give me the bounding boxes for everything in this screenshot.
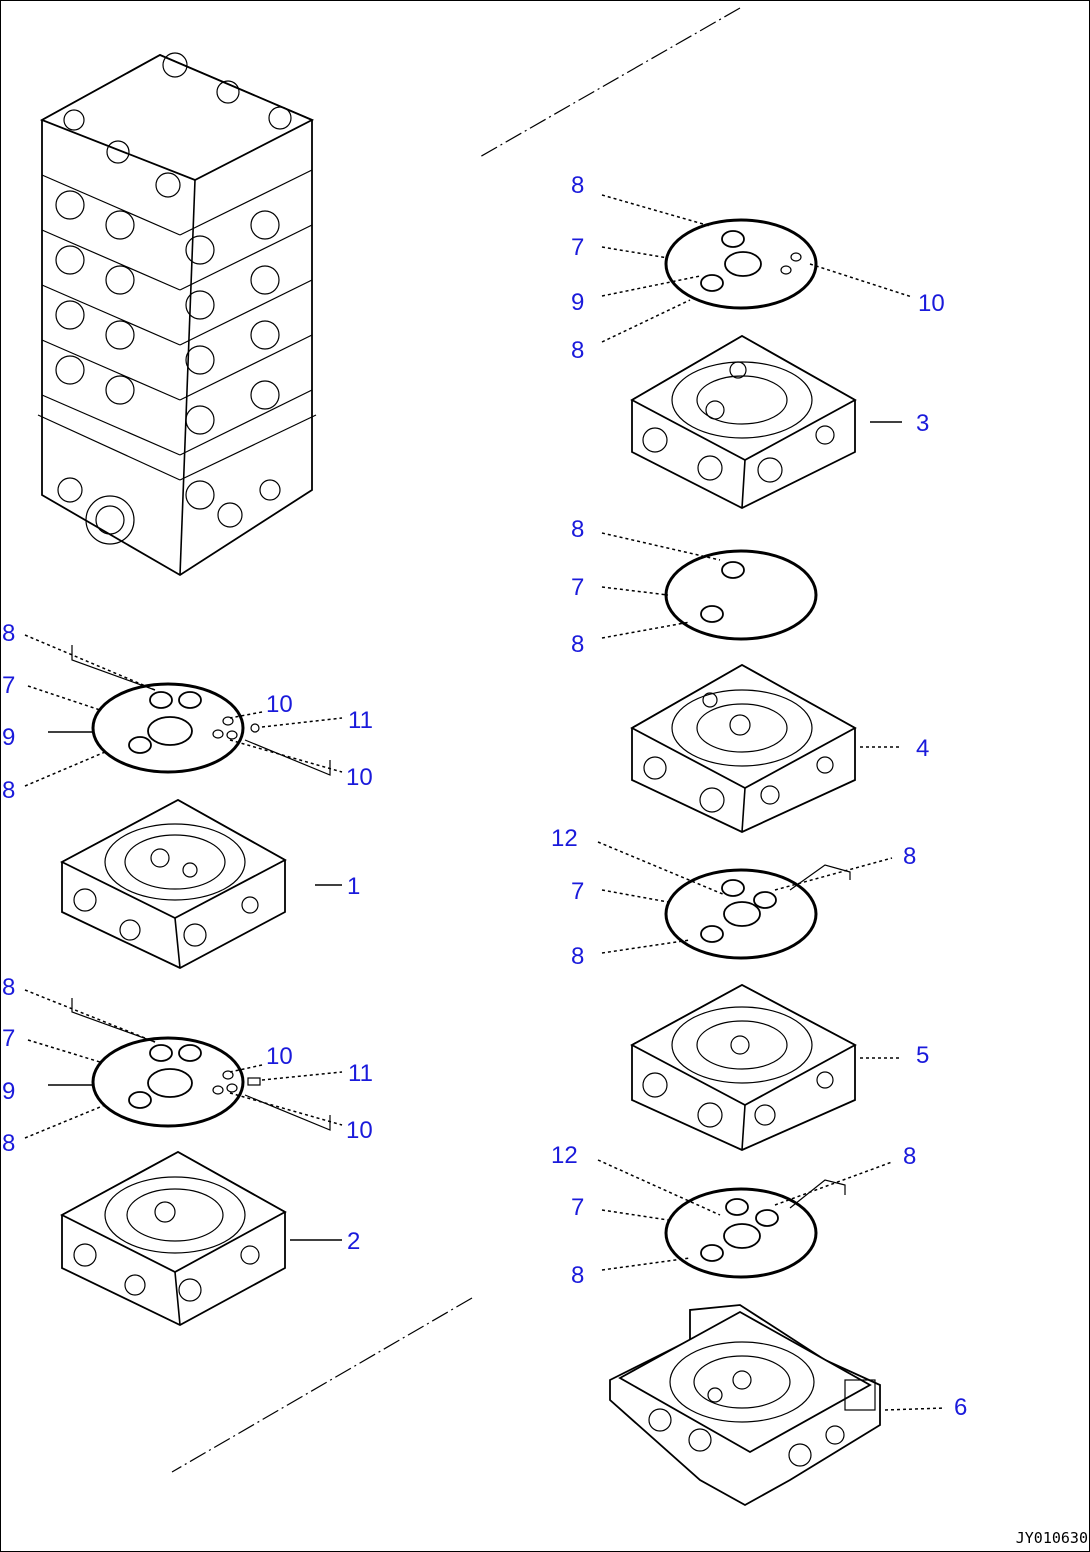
callout-12: 12: [551, 1142, 578, 1169]
section-4-valve-block: [630, 663, 857, 833]
drawing-code: JY010630: [1016, 1529, 1088, 1547]
callout-8: 8: [571, 631, 584, 658]
callout-8: 8: [2, 1130, 15, 1157]
callout-8: 8: [571, 337, 584, 364]
section-dividers: [171, 7, 741, 1473]
callout-8: 8: [2, 974, 15, 1001]
callout-8: 8: [571, 516, 584, 543]
section-5-valve-block: [630, 983, 857, 1151]
callout-10: 10: [346, 764, 373, 791]
callout-labels: 8 7 9 8 10 3 8 7 8 4 12 7 8 8 5 12 7 8 8…: [2, 172, 967, 1421]
section-3-gasket: [664, 218, 818, 310]
callout-10: 10: [266, 1043, 293, 1070]
callout-7: 7: [571, 234, 584, 261]
callout-10: 10: [918, 290, 945, 317]
callout-11: 11: [348, 1060, 373, 1087]
callout-7: 7: [571, 878, 584, 905]
callout-8: 8: [2, 620, 15, 647]
callout-11: 11: [348, 707, 373, 734]
callout-12: 12: [551, 825, 578, 852]
section-2-valve-block: [60, 1150, 287, 1327]
callout-8: 8: [571, 943, 584, 970]
section-6-end-block: [609, 1304, 881, 1507]
callout-10: 10: [346, 1117, 373, 1144]
callout-7: 7: [571, 1194, 584, 1221]
callout-8: 8: [2, 777, 15, 804]
callout-1: 1: [347, 873, 360, 900]
callout-8: 8: [903, 1143, 916, 1170]
callout-7: 7: [2, 1025, 15, 1052]
callout-8: 8: [903, 843, 916, 870]
callout-7: 7: [571, 574, 584, 601]
callout-3: 3: [916, 410, 929, 437]
section-5-gasket: [664, 864, 851, 960]
callout-2: 2: [347, 1228, 360, 1255]
section-3-valve-block: [630, 334, 857, 510]
section-4-gasket: [664, 549, 818, 641]
callout-8: 8: [571, 172, 584, 199]
leader-lines: [24, 194, 946, 1411]
callout-6: 6: [954, 1394, 967, 1421]
callout-4: 4: [916, 735, 929, 762]
callout-10: 10: [266, 691, 293, 718]
section-1-valve-block: [60, 798, 287, 970]
section-2-gasket: [71, 998, 331, 1131]
section-6-gasket: [664, 1179, 846, 1279]
callout-8: 8: [571, 1262, 584, 1289]
callout-7: 7: [2, 672, 15, 699]
section-1-gasket: [71, 645, 331, 776]
callout-9: 9: [571, 289, 584, 316]
callout-9: 9: [2, 724, 15, 751]
callout-5: 5: [916, 1042, 929, 1069]
assembled-control-valve: [37, 52, 317, 577]
callout-9: 9: [2, 1078, 15, 1105]
